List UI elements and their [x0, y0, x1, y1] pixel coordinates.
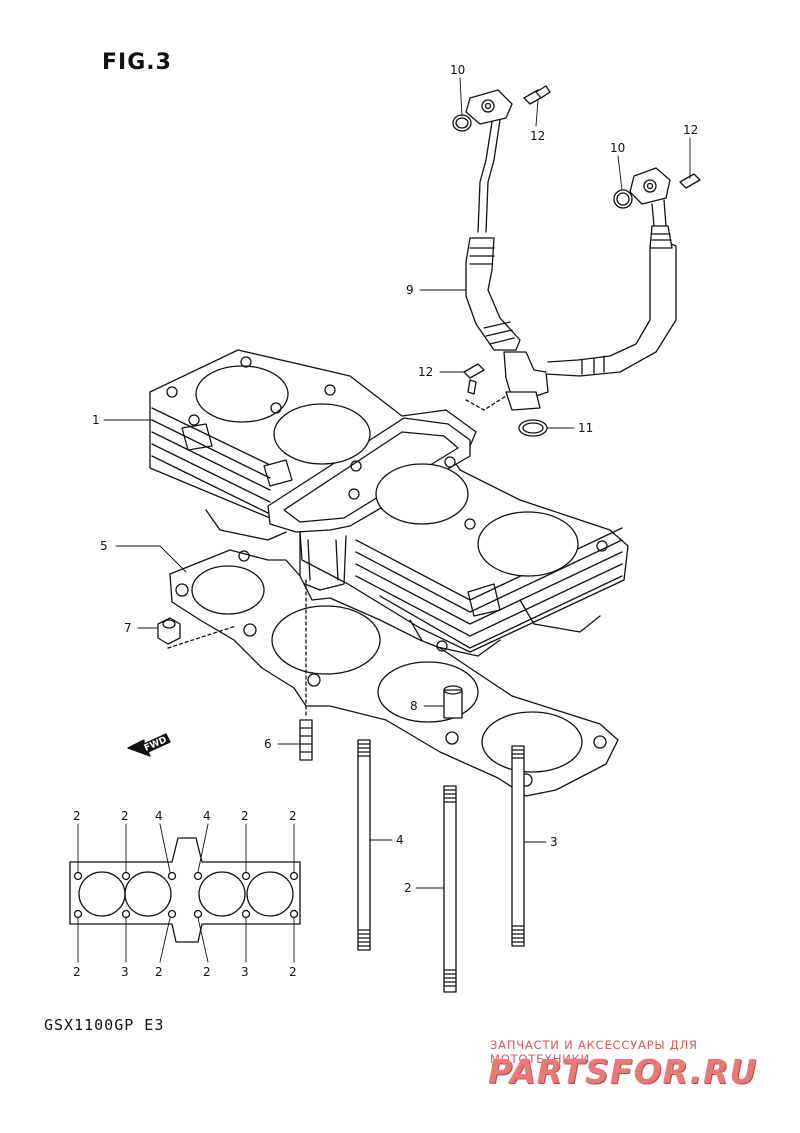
callout-2: 2 — [404, 881, 412, 895]
callout-9: 9 — [406, 283, 414, 297]
watermark-subtitle: ЗАПЧАСТИ И АКСЕССУАРЫ ДЛЯ МОТОТЕХНИКИ — [490, 1038, 698, 1066]
callout-5: 5 — [100, 539, 108, 553]
base-gasket — [169, 549, 619, 797]
seq-bottom-6: 2 — [289, 965, 297, 979]
callout-labels: 1 5 7 6 8 9 10 12 10 12 12 11 4 2 3 2 2 … — [73, 63, 698, 979]
model-code: GSX1100GP E3 — [44, 1016, 165, 1034]
seq-top-4: 4 — [203, 809, 211, 823]
seq-bottom-1: 2 — [73, 965, 81, 979]
fwd-label: FWD — [143, 735, 169, 754]
callout-11: 11 — [578, 421, 593, 435]
forward-arrow-icon — [127, 733, 171, 757]
seq-top-2: 2 — [121, 809, 129, 823]
cylinder-block — [149, 349, 629, 657]
callout-12-middle: 12 — [418, 365, 433, 379]
seq-bottom-3: 2 — [155, 965, 163, 979]
callout-8: 8 — [410, 699, 418, 713]
seq-top-1: 2 — [73, 809, 81, 823]
callout-10-right: 10 — [610, 141, 625, 155]
figure-title: FIG.3 — [102, 50, 172, 75]
callout-leaders — [103, 77, 691, 889]
seq-bottom-5: 3 — [241, 965, 249, 979]
callout-12-right: 12 — [683, 123, 698, 137]
small-parts — [157, 579, 463, 761]
oil-hose-assembly — [452, 85, 701, 437]
callout-1: 1 — [92, 413, 100, 427]
seq-top-3: 4 — [155, 809, 163, 823]
seq-bottom-4: 2 — [203, 965, 211, 979]
seq-top-6: 2 — [289, 809, 297, 823]
callout-12-top: 12 — [530, 129, 545, 143]
seq-top-5: 2 — [241, 809, 249, 823]
callout-7: 7 — [124, 621, 132, 635]
cylinder-studs — [357, 739, 525, 993]
callout-3: 3 — [550, 835, 558, 849]
seq-bottom-2: 3 — [121, 965, 129, 979]
callout-10-left: 10 — [450, 63, 465, 77]
stud-position-diagram — [69, 823, 301, 963]
callout-4: 4 — [396, 833, 404, 847]
callout-6: 6 — [264, 737, 272, 751]
watermark-logo: PARTSFOR.RU — [488, 1052, 758, 1091]
